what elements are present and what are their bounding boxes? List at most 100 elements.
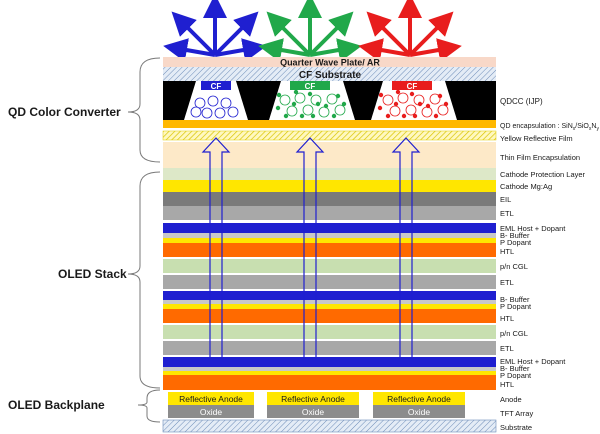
anode-label-1: Reflective Anode — [179, 394, 243, 404]
cf-substrate-label: CF Substrate — [299, 70, 362, 81]
quantum-dot — [437, 93, 443, 99]
anode-label-2: Reflective Anode — [281, 394, 345, 404]
quantum-dot — [279, 94, 291, 106]
quantum-dot — [283, 113, 289, 119]
oxide-label-3: Oxide — [408, 407, 430, 417]
quantum-dot — [443, 101, 449, 107]
backplane-group-brace — [137, 389, 161, 423]
label-p-dopant-2: P Dopant — [500, 302, 532, 311]
cf-label-red: CF — [407, 82, 418, 91]
quantum-dot — [341, 101, 347, 107]
quantum-dot — [409, 91, 415, 97]
oled-group-label: OLED Stack — [58, 267, 127, 281]
label-etl-3: ETL — [500, 344, 514, 353]
quantum-dot — [334, 104, 346, 116]
light-path-arrow-green — [295, 137, 325, 359]
quantum-dot — [405, 104, 417, 116]
label-b-buffer-3: B- Buffer — [500, 364, 530, 373]
quantum-dot — [291, 101, 297, 107]
thin-film-encapsulation-layer — [163, 142, 496, 168]
label-etl-2: ETL — [500, 278, 514, 287]
qd-group-label: QD Color Converter — [8, 105, 121, 119]
label-b-buffer-1: B- Buffer — [500, 231, 530, 240]
quantum-dot — [194, 97, 206, 109]
qd-encapsulation-layer — [163, 120, 496, 128]
quantum-dot — [286, 105, 298, 117]
quantum-dot — [323, 103, 329, 109]
reflective-anode-2 — [267, 392, 359, 405]
light-path-arrow-red — [391, 137, 421, 359]
encap-sub-1: x — [573, 126, 576, 132]
quantum-dot — [275, 105, 281, 111]
quantum-dot — [318, 106, 330, 118]
cf-label-blue: CF — [211, 82, 222, 91]
quantum-dot — [377, 105, 383, 111]
eml-layer-1 — [163, 223, 496, 233]
quantum-dot — [315, 101, 321, 107]
quantum-dot — [412, 113, 418, 119]
blue-emission-arrows — [163, 0, 267, 62]
htl-layer-3 — [163, 375, 496, 390]
quantum-dot — [302, 104, 314, 116]
oled-group-brace — [127, 171, 161, 389]
p-dopant-layer-1 — [163, 238, 496, 243]
quantum-dot — [310, 113, 316, 119]
label-b-buffer-2: B- Buffer — [500, 295, 530, 304]
label-qdcc: QDCC (IJP) — [500, 97, 543, 106]
label-cgl-2: p/n CGL — [500, 329, 528, 338]
quantum-dot — [385, 113, 391, 119]
yellow-reflective-film-layer — [162, 130, 497, 141]
label-eml-3: EML Host + Dopant — [500, 357, 566, 366]
label-eil: EIL — [500, 195, 511, 204]
quantum-dot — [393, 101, 399, 107]
label-htl-1: HTL — [500, 247, 514, 256]
htl-layer-1 — [163, 243, 496, 257]
right-layer-labels: QDCC (IJP) QD encapsulation : SiNx/SiOxN… — [500, 97, 599, 432]
b-buffer-layer-3 — [163, 367, 496, 371]
quantum-dot — [382, 94, 394, 106]
quantum-dot — [326, 93, 338, 105]
oxide-block-2 — [267, 405, 359, 418]
label-thin-film-encapsulation: Thin Film Encapsulation — [500, 153, 580, 162]
etl-layer-2 — [163, 275, 496, 289]
cgl-layer-1 — [163, 259, 496, 273]
p-dopant-layer-2 — [163, 304, 496, 309]
eil-layer — [163, 192, 496, 206]
htl-layer-2 — [163, 309, 496, 323]
label-etl-1: ETL — [500, 209, 514, 218]
label-p-dopant-3: P Dopant — [500, 371, 532, 380]
label-anode: Anode — [500, 395, 522, 404]
etl-layer-3 — [163, 341, 496, 355]
label-eml-1: EML Host + Dopant — [500, 224, 566, 233]
quantum-dot — [293, 89, 299, 95]
oxide-label-1: Oxide — [200, 407, 222, 417]
label-substrate: Substrate — [500, 423, 532, 432]
label-htl-2: HTL — [500, 314, 514, 323]
eml-layer-3 — [163, 357, 496, 367]
quantum-dot — [421, 106, 433, 118]
b-buffer-layer-2 — [163, 300, 496, 304]
quarter-wave-plate-label: Quarter Wave Plate/ AR — [280, 58, 380, 68]
encap-prefix: QD encapsulation : SiN — [500, 123, 573, 130]
quantum-dot — [433, 113, 439, 119]
oxide-block-3 — [373, 405, 465, 418]
quantum-dot — [220, 97, 232, 109]
quantum-dot — [207, 95, 219, 107]
label-cathode-protection: Cathode Protection Layer — [500, 170, 586, 179]
quantum-dot — [395, 89, 401, 95]
quantum-dot — [227, 106, 239, 118]
cf-substrate-layer — [163, 67, 496, 81]
quantum-dot — [331, 113, 337, 119]
quantum-dot — [307, 91, 313, 97]
quantum-dot — [190, 106, 202, 118]
cathode-protection-layer — [163, 168, 496, 180]
light-path-arrow-blue — [201, 137, 231, 359]
quantum-dot — [276, 92, 282, 98]
p-dopant-layer-3 — [163, 371, 496, 375]
qd-group-brace — [127, 57, 161, 163]
cgl-layer-2 — [163, 325, 496, 339]
oxide-label-2: Oxide — [302, 407, 324, 417]
label-cathode: Cathode Mg:Ag — [500, 182, 552, 191]
quantum-dot-particles — [190, 89, 449, 119]
etl-layer-1 — [163, 206, 496, 220]
